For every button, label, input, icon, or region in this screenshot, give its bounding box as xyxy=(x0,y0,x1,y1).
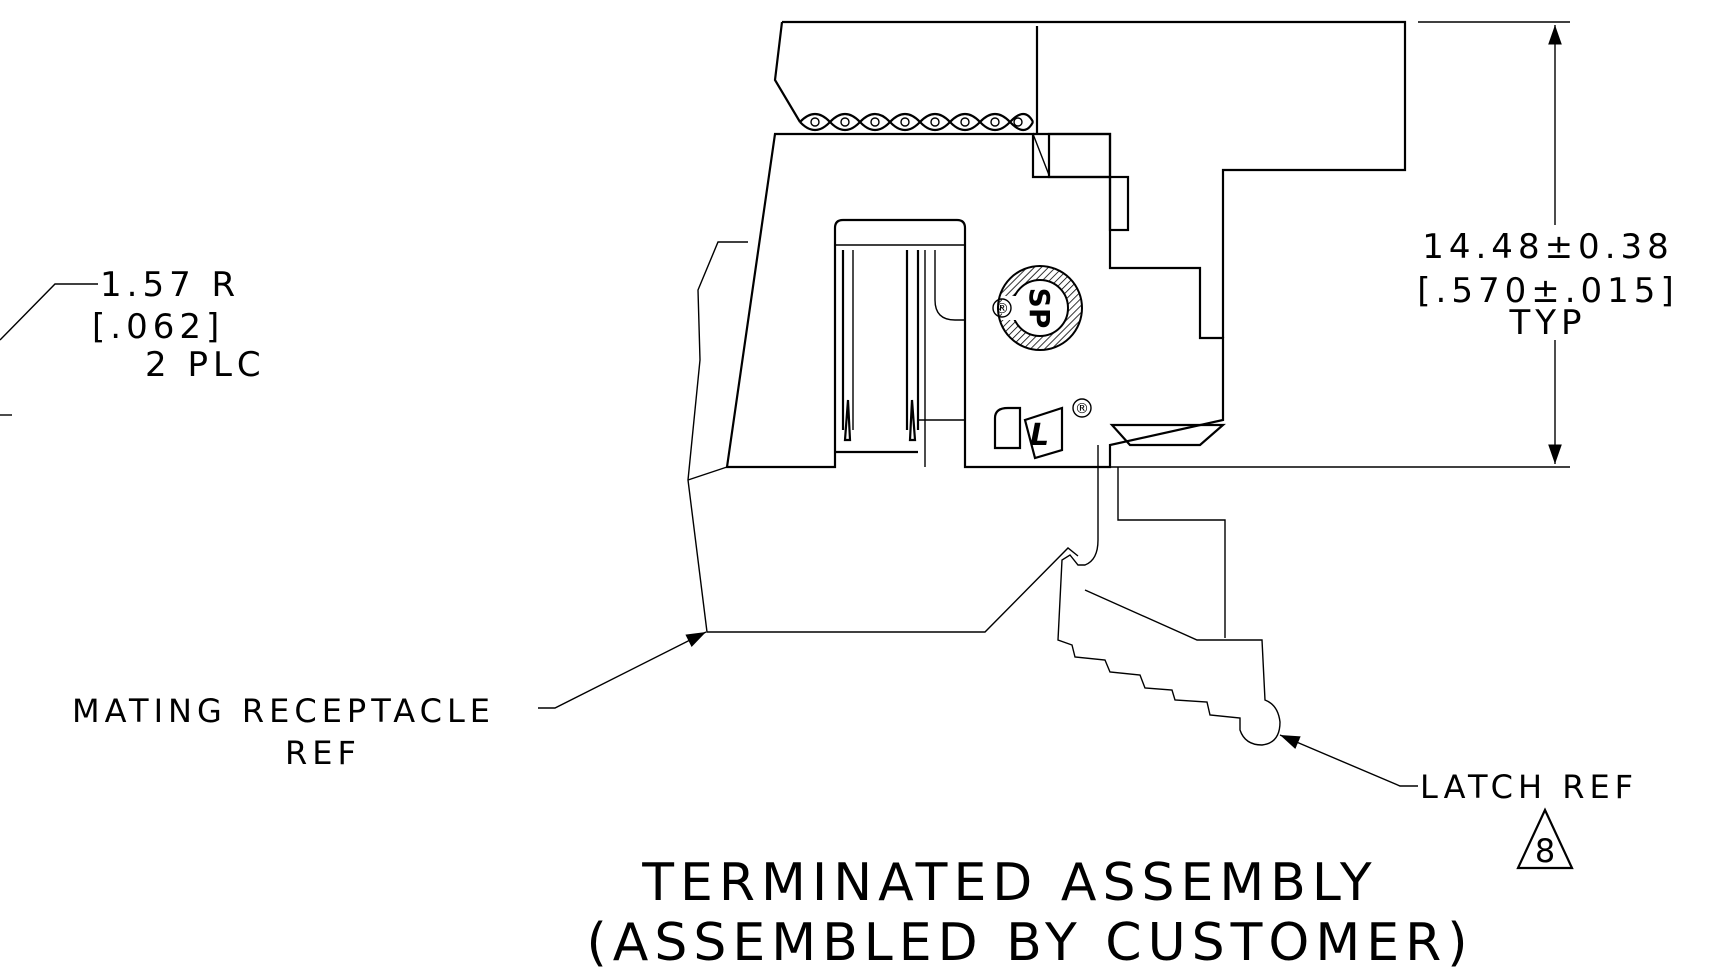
svg-text:L: L xyxy=(1030,418,1049,453)
mating-receptacle-outline xyxy=(687,241,1079,633)
note-flag-triangle xyxy=(1516,807,1574,870)
ul-logo: L ® xyxy=(993,398,1092,460)
radius-dimension: 1.57 R [.062] 2 PLC xyxy=(0,265,266,416)
latch-callout-label: LATCH REF xyxy=(1420,768,1638,806)
receptacle-callout-line2: REF xyxy=(285,734,361,772)
connector-body xyxy=(725,132,1226,469)
svg-text:SP: SP xyxy=(1023,288,1056,329)
height-dimension-imperial: [.570±.015] xyxy=(1417,271,1678,311)
registered-mark-ul: ® xyxy=(1075,401,1089,417)
radius-dimension-metric: 1.57 R xyxy=(100,265,240,305)
drawing-title: TERMINATED ASSEMBLY (ASSEMBLED BY CUSTOM… xyxy=(587,853,1474,967)
latch-callout: LATCH REF 8 xyxy=(1279,734,1638,870)
radius-dimension-imperial: [.062] xyxy=(92,307,224,347)
csa-logo: SP ® xyxy=(992,265,1083,351)
latch-outline xyxy=(1057,445,1281,746)
height-dimension-metric: 14.48±0.38 xyxy=(1422,227,1674,267)
title-line1: TERMINATED ASSEMBLY xyxy=(641,853,1377,913)
cable-cover xyxy=(773,20,1407,338)
height-dimension: 14.48±0.38 [.570±.015] TYP xyxy=(1108,21,1678,468)
title-line2: (ASSEMBLED BY CUSTOMER) xyxy=(587,913,1474,967)
receptacle-callout: MATING RECEPTACLE REF xyxy=(72,631,707,772)
radius-dimension-qualifier: 2 PLC xyxy=(145,345,266,385)
ribbon-cable xyxy=(799,112,1034,132)
height-dimension-qualifier: TYP xyxy=(1508,303,1586,343)
registered-mark-csa: ® xyxy=(995,301,1009,317)
note-flag-number: 8 xyxy=(1535,832,1555,870)
receptacle-callout-line1: MATING RECEPTACLE xyxy=(72,692,495,730)
